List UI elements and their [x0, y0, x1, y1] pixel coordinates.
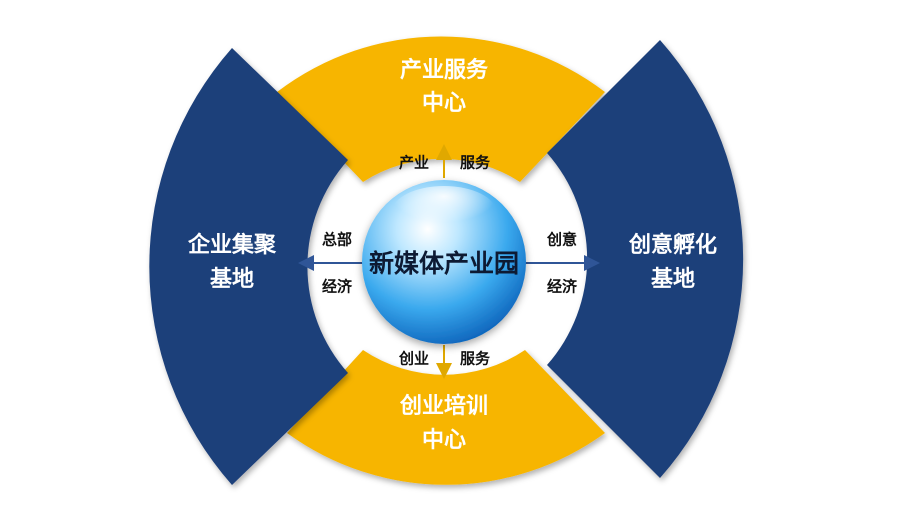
right-segment[interactable] [547, 40, 744, 478]
left-label-line2: 基地 [210, 267, 254, 292]
bottom-segment[interactable] [287, 350, 605, 485]
center-label: 新媒体产业园 [369, 249, 519, 278]
left-segment[interactable] [149, 48, 348, 485]
center-sphere-highlight [392, 186, 496, 238]
top-label-line1: 产业服务 [400, 58, 489, 83]
left-label-line1: 企业集聚 [187, 232, 277, 258]
right-connector-lower-text: 经济 [547, 278, 578, 296]
left-connector-upper-text: 总部 [322, 231, 352, 249]
bottom-label-line2: 中心 [422, 428, 466, 453]
right-connector-upper-text: 创意 [546, 231, 577, 249]
bottom-connector-right-text: 服务 [460, 350, 491, 368]
right-label-line1: 创意孵化 [628, 232, 717, 258]
right-label-line2: 基地 [651, 267, 695, 292]
top-connector-right-text: 服务 [460, 154, 491, 172]
bottom-connector-left-text: 创业 [398, 350, 429, 368]
top-connector-left-text: 产业 [399, 154, 429, 172]
top-label-line2: 中心 [422, 91, 466, 116]
top-segment[interactable] [277, 36, 605, 182]
left-connector-lower-text: 经济 [322, 278, 353, 296]
bottom-label-line1: 创业培训 [399, 393, 488, 419]
